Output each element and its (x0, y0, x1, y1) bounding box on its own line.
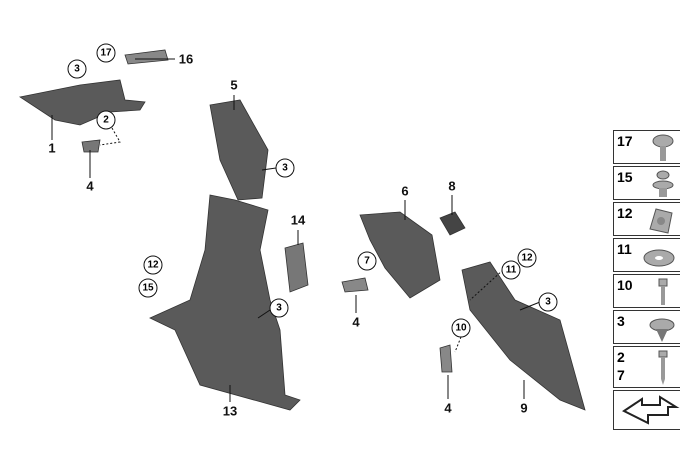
legend-number: 10 (617, 277, 633, 293)
label-16: 16 (178, 51, 194, 67)
callout-3: 3 (538, 292, 558, 312)
part-4-clip-b (341, 277, 369, 293)
legend-cell-12: 12 (613, 202, 680, 236)
bolt-icon (658, 278, 668, 305)
label-4: 4 (444, 400, 452, 416)
label-8: 8 (448, 178, 456, 194)
legend-number: 17 (617, 133, 633, 149)
callout-15: 15 (138, 278, 158, 298)
label-6: 6 (401, 183, 409, 199)
clip-nut-icon (649, 208, 673, 234)
part-5-pillar-trim (209, 99, 269, 201)
torx-screw-icon (652, 134, 674, 161)
legend-cell-17: 17 (613, 130, 680, 164)
part-13-pillar (149, 194, 301, 411)
push-clip-icon (649, 318, 675, 342)
callout-2: 2 (96, 110, 116, 130)
legend-number: 3 (617, 313, 625, 329)
legend-cell-11: 11 (613, 238, 680, 272)
expanding-rivet-icon (652, 170, 674, 197)
callout-17: 17 (96, 43, 116, 63)
legend-number: 15 (617, 169, 633, 185)
callout-3: 3 (269, 298, 289, 318)
part-8-cap (439, 211, 466, 236)
legend-cell-3: 3 (613, 310, 680, 344)
callout-3: 3 (67, 59, 87, 79)
callout-12: 12 (143, 255, 163, 275)
part-14-vent (284, 242, 309, 293)
part-16-bracket (124, 49, 169, 65)
direction-arrow-icon (622, 395, 680, 425)
legend-cell-arrow (613, 390, 680, 430)
callout-12: 12 (517, 248, 537, 268)
label-14: 14 (290, 212, 306, 228)
label-4: 4 (352, 314, 360, 330)
callout-11: 11 (501, 260, 521, 280)
legend-cell-10: 10 (613, 274, 680, 308)
callout-7: 7 (357, 251, 377, 271)
label-5: 5 (230, 77, 238, 93)
tapping-screw-icon (658, 350, 668, 385)
legend-number: 2 (617, 349, 625, 365)
legend-cell-15: 15 (613, 166, 680, 200)
legend-number: 12 (617, 205, 633, 221)
callout-3: 3 (275, 158, 295, 178)
label-13: 13 (222, 403, 238, 419)
part-4-clip-c (439, 344, 453, 373)
legend-number: 11 (617, 241, 632, 257)
label-1: 1 (48, 140, 56, 156)
part-4-clip (81, 139, 101, 153)
callout-10: 10 (451, 318, 471, 338)
washer-icon (643, 249, 675, 267)
part-9-trim (461, 261, 586, 411)
part-1-trim (18, 79, 146, 126)
legend-number: 7 (617, 367, 625, 383)
label-9: 9 (520, 400, 528, 416)
label-4: 4 (86, 178, 94, 194)
